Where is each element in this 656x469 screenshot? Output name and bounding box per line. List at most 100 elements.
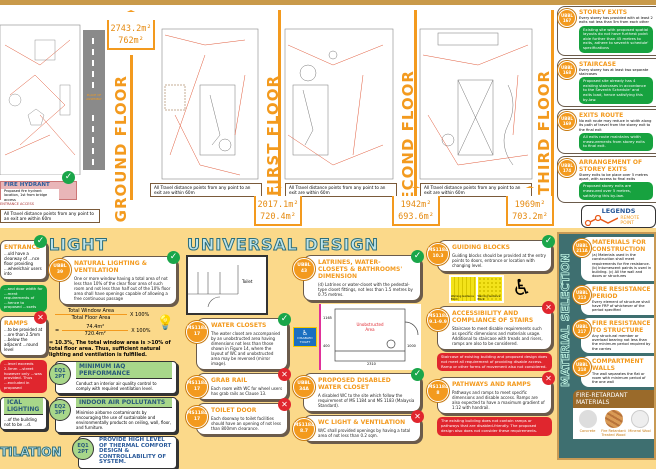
code-badge: MS1184 17 [186, 376, 208, 398]
ventilation-heading: TILATION [0, 444, 62, 459]
wood-sample [604, 409, 623, 428]
area-net: 762m² [118, 36, 144, 46]
first-floor-label: FIRST FLOOR [264, 75, 282, 196]
fire-hydrant-text: Proposed fire hydrant location, 1st from… [1, 189, 59, 202]
tile-label: Warning Guidance Block [451, 277, 476, 301]
second-floor-plan [284, 28, 394, 180]
dimension: 2310 [367, 362, 376, 366]
dimension: 1000 [407, 344, 416, 348]
floor-plans-section: FIRE HYDRANT Proposed fire hydrant locat… [0, 0, 656, 228]
ground-floor-area: 2743.2m² 762m² [107, 20, 155, 50]
code-badge: UBBL 218 [573, 357, 591, 376]
code-badge: MS1184 9.1-9.9 [427, 309, 449, 331]
code-badge: UBBL 174 [558, 158, 576, 177]
travel-path-legend-icon [584, 215, 619, 227]
cross-icon: ✕ [542, 372, 555, 386]
code-badge: UBBL 43 [293, 258, 315, 280]
ramps-note: ...level exceeds 2.5mm ...street however… [0, 359, 47, 393]
wheelchair-stairs-illustration: ♿ [512, 276, 532, 301]
lighting-result: = 10.3%, The total window area is >10% o… [49, 340, 171, 358]
universal-right-column: LATRINES, WATER-CLOSETS & BATHROOMS' DIM… [293, 250, 424, 442]
dimension: 1165 [323, 316, 332, 320]
road: PLACE OF ASSEMBLY [83, 30, 105, 170]
entrance-access-label: ENTRANCE ACCESS [0, 202, 34, 206]
code-badge: UBBL 211A [573, 239, 591, 257]
code-badge: UBBL 213 [573, 285, 591, 304]
disabled-wc-drawing: Unobstructed Area 1165 400 2310 1000 [319, 304, 421, 370]
dimension: 400 [323, 344, 330, 348]
unobstructed-label: Unobstructed Area [356, 322, 384, 332]
fire-hydrant-title: FIRE HYDRANT [4, 182, 50, 188]
check-icon: ✓ [411, 250, 424, 263]
code-badge: UBBL 168 [558, 60, 576, 79]
code-badge: UBBL 39 [49, 259, 71, 281]
check-icon: ✓ [542, 235, 555, 248]
multiplier: X 100% [131, 327, 151, 334]
code-badge: MS1184 17 [186, 321, 208, 343]
check-icon: ✓ [167, 251, 180, 264]
plan-caption: All Travel distance points from any poin… [285, 183, 397, 197]
check-icon: ✓ [411, 368, 424, 381]
eq-badge: EQ1 2PT [72, 438, 94, 460]
material-selection-heading: MATERIAL SELECTION [559, 253, 573, 387]
material-card: MATERIALS FOR CONSTRUCTION(a) Materials … [573, 237, 654, 281]
cross-icon: ✕ [34, 310, 47, 324]
ground-floor-plan [0, 24, 81, 175]
check-icon: ✓ [278, 313, 291, 326]
light-heading: LIGHT [49, 235, 108, 254]
lighting-card: ICAL LIGHTING...of the building not to b… [0, 396, 47, 430]
eq-badge: EQ1 2PT [49, 363, 71, 385]
check-icon: ✓ [62, 171, 75, 184]
code-badge: MS1184 10.3 [427, 243, 449, 265]
plan-caption: All Travel distance points from any poin… [150, 183, 262, 197]
entrance-note: ...and door width for ...ment requiremen… [0, 285, 47, 312]
tactile-blocks-image: Warning Guidance Block Warning Guidance … [449, 275, 504, 303]
material-cards: MATERIALS FOR CONSTRUCTION(a) Materials … [573, 237, 654, 439]
universal-design-heading: UNIVERSAL DESIGN [187, 235, 379, 254]
code-badge: UBBL 34A [293, 376, 315, 398]
code-badge: UBBL 217 [573, 319, 591, 338]
check-icon: ✓ [34, 235, 47, 248]
pathways-note: The existing building does not contain r… [437, 417, 552, 436]
legends-box: LEGENDS REMOTE POINT [581, 205, 656, 229]
stairs-note: Staircase of existing building and propo… [437, 353, 552, 372]
code-badge: MS1184 8.7 [293, 418, 315, 440]
tile-label: Warning Guidance Block [477, 277, 502, 301]
eq-badge: EQ2 3PT [49, 399, 71, 421]
toilet-layout-drawing: Toilet [186, 255, 268, 315]
cross-icon: ✕ [542, 301, 555, 314]
cross-icon: ✕ [278, 398, 291, 411]
disabled-toilet-sign: ♿DISABLED TOILET [293, 327, 317, 347]
plan-caption: All Travel distance points from any poin… [420, 183, 532, 197]
code-badge: MS1184 17 [186, 406, 208, 428]
material-selection-panel: MATERIAL SELECTION MATERIALS FOR CONSTRU… [557, 232, 656, 460]
left-partial-column: ENTRANCE...uld have a clearway of ...nce… [0, 235, 47, 430]
cross-icon: ✕ [411, 410, 424, 423]
cross-icon: ✕ [278, 368, 291, 381]
mineral-wool-sample [630, 409, 649, 428]
entrance-card: ENTRANCE...uld have a clearway of ...nce… [0, 235, 47, 280]
area-gross: 2743.2m² [110, 24, 152, 34]
access-images-row: Warning Guidance Block Warning Guidance … [427, 275, 552, 303]
